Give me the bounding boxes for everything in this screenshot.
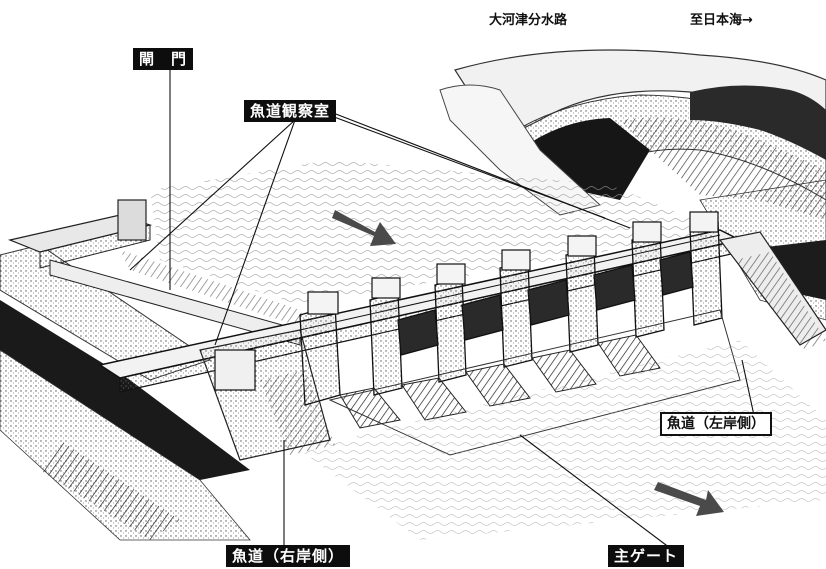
label-to-sea: 至日本海→	[690, 13, 753, 28]
lock-gate-structure	[7, 199, 310, 346]
label-fishway-left: 魚道（左岸側）	[660, 412, 772, 436]
flow-arrows	[332, 210, 724, 516]
label-main-gate: 主ゲート	[608, 545, 685, 567]
leader-lines	[129, 68, 756, 549]
gate-towers	[307, 211, 719, 315]
label-gate: 閘 門	[133, 48, 194, 70]
downstream-water	[300, 340, 826, 540]
label-diversion-channel: 大河津分水路	[489, 13, 568, 28]
flow-arrow-upstream	[332, 210, 396, 246]
fishway-right-bank	[199, 329, 335, 461]
fishway-left-bank-steps	[735, 252, 826, 350]
label-observation-room: 魚道観察室	[244, 100, 337, 122]
flow-arrow-downstream	[654, 482, 724, 516]
label-fishway-right: 魚道（右岸側）	[226, 545, 351, 567]
upstream-water	[150, 160, 720, 305]
